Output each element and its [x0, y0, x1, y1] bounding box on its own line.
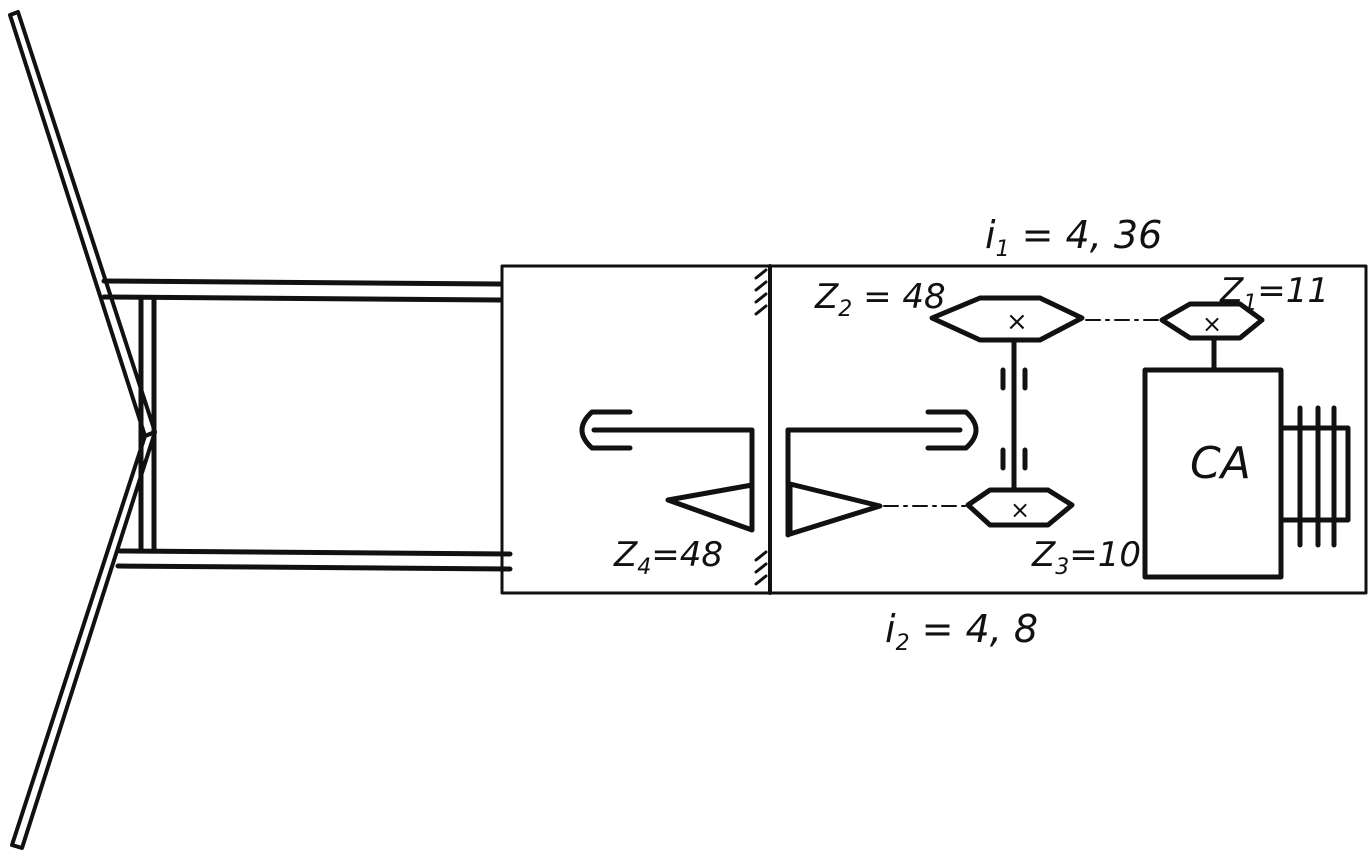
frame-rail-upper [101, 278, 503, 303]
motor-label: CA [1190, 438, 1251, 489]
motor-fins [1279, 405, 1351, 548]
frame-cross-member [138, 295, 157, 554]
gear-z2-label: Z2 = 48 [814, 277, 946, 322]
frame-rail-lower [115, 548, 513, 572]
sprocket-z2-cross: × [1006, 307, 1028, 337]
frame-leg-lower [10, 430, 157, 850]
left-arrow [579, 409, 753, 451]
gear-z4-label: Z4=48 [613, 535, 723, 580]
sprocket-z2 [929, 295, 1085, 343]
sprocket-z1-cross: × [1202, 310, 1222, 338]
sprocket-z1 [1159, 301, 1265, 341]
chassis-frame [8, 10, 513, 850]
motor [1142, 367, 1351, 580]
shaft-link [1000, 339, 1028, 491]
sprocket-z3-cross: × [1010, 496, 1030, 524]
right-arrow [785, 409, 979, 451]
gearbox-housing [500, 264, 1368, 595]
intermediate-shaft: × × [929, 295, 1085, 528]
ratio-i2-label: i2 = 4, 8 [885, 607, 1038, 656]
right-output-shaft [785, 409, 979, 538]
housing-outline [500, 264, 1368, 595]
chain-links [883, 319, 1161, 507]
gear-z1-label: Z1=11 [1219, 271, 1329, 316]
gear-z3-label: Z3=10 [1031, 535, 1141, 580]
motor-sprocket: × [1159, 301, 1265, 373]
support-hatch-top [754, 268, 768, 316]
frame-leg-upper [8, 10, 157, 438]
bevel-gear-z4 [665, 482, 755, 533]
left-output-shaft [579, 409, 755, 533]
ratio-i1-label: i1 = 4, 36 [985, 213, 1162, 262]
motor-body [1142, 367, 1284, 580]
sprocket-z3 [965, 487, 1075, 528]
support-hatch-bottom [754, 550, 768, 586]
bevel-gear-right [787, 481, 883, 537]
